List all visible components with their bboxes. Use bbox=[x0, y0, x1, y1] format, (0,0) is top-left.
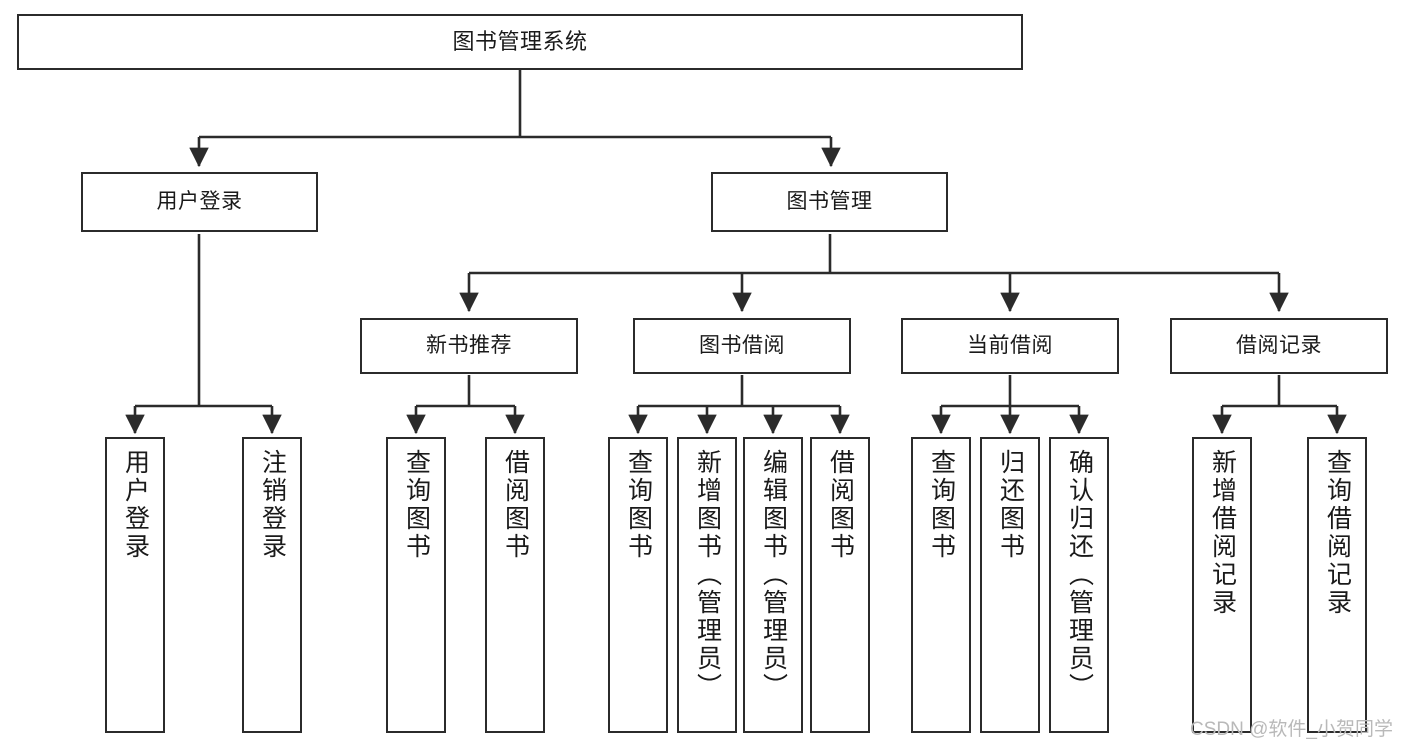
node-label: 借阅图书 bbox=[826, 449, 855, 561]
node-label: 查询图书 bbox=[402, 449, 431, 561]
node-leaf-edit-book-admin[interactable]: 编辑图书（管理员） bbox=[743, 437, 803, 733]
node-leaf-user-login[interactable]: 用户登录 bbox=[105, 437, 165, 733]
node-leaf-query-book-current[interactable]: 查询图书 bbox=[911, 437, 971, 733]
node-leaf-borrow-book-recommend[interactable]: 借阅图书 bbox=[485, 437, 545, 733]
node-label: 确认归还（管理员） bbox=[1065, 449, 1094, 701]
node-label: 查询借阅记录 bbox=[1323, 449, 1352, 617]
node-user-login[interactable]: 用户登录 bbox=[81, 172, 318, 232]
node-label: 归还图书 bbox=[996, 449, 1025, 561]
node-new-book-recommend[interactable]: 新书推荐 bbox=[360, 318, 578, 374]
node-leaf-query-book-recommend[interactable]: 查询图书 bbox=[386, 437, 446, 733]
node-label: 新增图书（管理员） bbox=[693, 449, 722, 701]
node-borrow-record[interactable]: 借阅记录 bbox=[1170, 318, 1388, 374]
node-leaf-add-book-admin[interactable]: 新增图书（管理员） bbox=[677, 437, 737, 733]
node-label: 图书管理系统 bbox=[452, 29, 588, 55]
node-book-borrow[interactable]: 图书借阅 bbox=[633, 318, 851, 374]
node-leaf-return-book[interactable]: 归还图书 bbox=[980, 437, 1040, 733]
node-leaf-query-book-borrow[interactable]: 查询图书 bbox=[608, 437, 668, 733]
node-label: 借阅图书 bbox=[501, 449, 530, 561]
node-leaf-add-borrow-record[interactable]: 新增借阅记录 bbox=[1192, 437, 1252, 733]
node-label: 图书借阅 bbox=[699, 333, 785, 357]
node-label: 新书推荐 bbox=[426, 333, 512, 357]
node-leaf-logout-login[interactable]: 注销登录 bbox=[242, 437, 302, 733]
node-book-management[interactable]: 图书管理 bbox=[711, 172, 948, 232]
node-label: 查询图书 bbox=[927, 449, 956, 561]
node-label: 注销登录 bbox=[258, 449, 287, 561]
node-label: 当前借阅 bbox=[967, 333, 1053, 357]
node-label: 查询图书 bbox=[624, 449, 653, 561]
node-label: 借阅记录 bbox=[1236, 333, 1322, 357]
node-label: 编辑图书（管理员） bbox=[759, 449, 788, 701]
node-label: 新增借阅记录 bbox=[1208, 449, 1237, 617]
node-root-book-management-system[interactable]: 图书管理系统 bbox=[17, 14, 1023, 70]
node-leaf-query-borrow-record[interactable]: 查询借阅记录 bbox=[1307, 437, 1367, 733]
node-label: 用户登录 bbox=[156, 189, 243, 213]
csdn-watermark: CSDN @软件_小贺同学 bbox=[1190, 719, 1393, 740]
node-current-borrow[interactable]: 当前借阅 bbox=[901, 318, 1119, 374]
node-label: 图书管理 bbox=[786, 189, 873, 213]
node-leaf-confirm-return-admin[interactable]: 确认归还（管理员） bbox=[1049, 437, 1109, 733]
node-label: 用户登录 bbox=[121, 449, 150, 561]
node-leaf-borrow-book[interactable]: 借阅图书 bbox=[810, 437, 870, 733]
